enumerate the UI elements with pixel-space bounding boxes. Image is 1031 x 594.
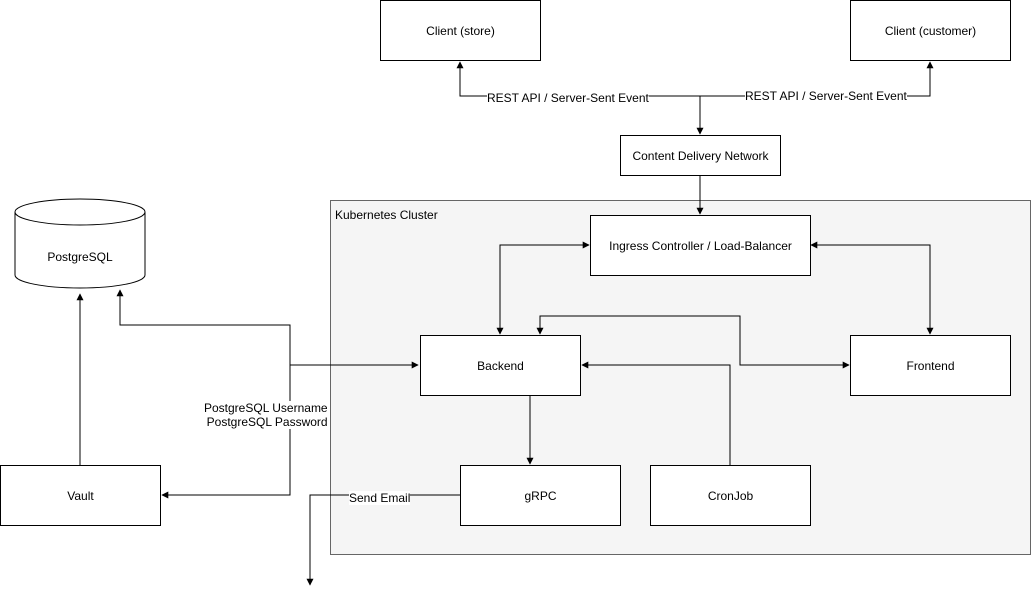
cronjob-node[interactable]: CronJob [650,465,811,526]
edge-frontend-backend [536,315,850,369]
ingress-node[interactable]: Ingress Controller / Load-Balancer [590,215,811,276]
edge-creds-vault [161,365,291,499]
edge-ingress-frontend [810,241,934,335]
postgresql-cylinder [14,198,146,289]
grpc-node[interactable]: gRPC [460,465,621,526]
pg-username-label: PostgreSQL Username [204,401,328,415]
frontend-node[interactable]: Frontend [850,335,1011,396]
cdn-node[interactable]: Content Delivery Network [620,135,781,176]
vault-node[interactable]: Vault [0,465,161,526]
edge-send-email [306,494,460,586]
edge-ingress-backend [496,241,590,335]
postgresql-label: PostgreSQL [47,250,113,264]
backend-node[interactable]: Backend [420,335,581,396]
cluster-label: Kubernetes Cluster [335,208,438,222]
rest-label-right: REST API / Server-Sent Event [745,89,907,103]
credentials-label: PostgreSQL Username PostgreSQL Password [204,401,328,429]
edge-creds-postgres [116,289,291,365]
client-customer-node[interactable]: Client (customer) [850,0,1011,61]
edge-cronjob-backend [581,361,731,465]
client-store-node[interactable]: Client (store) [380,0,541,61]
rest-label-left: REST API / Server-Sent Event [487,91,649,105]
send-email-label: Send Email [349,491,411,505]
pg-password-label: PostgreSQL Password [206,415,328,429]
